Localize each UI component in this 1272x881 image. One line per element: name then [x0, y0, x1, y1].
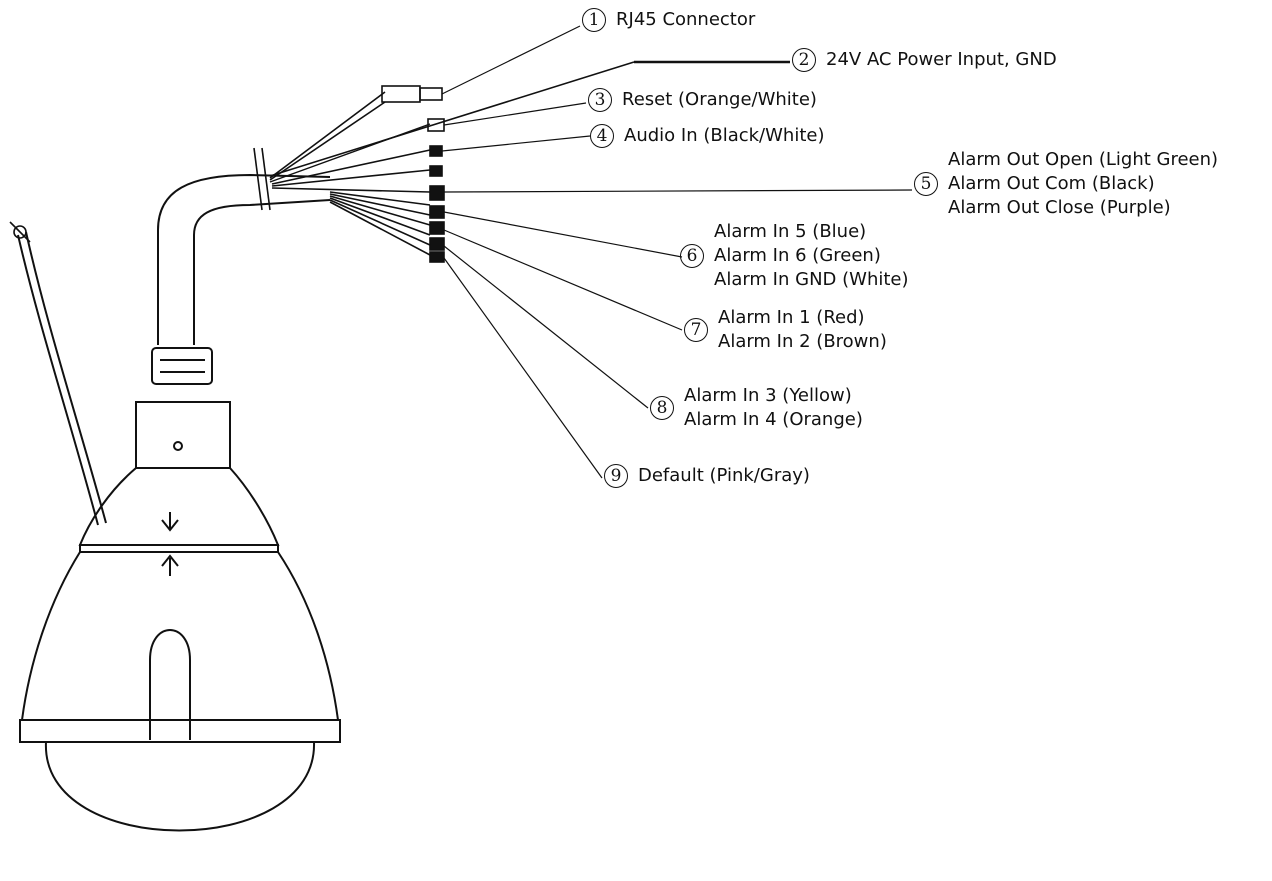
dome-housing	[19, 347, 341, 832]
callout-label: Alarm In GND (White)	[714, 269, 909, 290]
callout-label: Alarm In 3 (Yellow)	[684, 385, 852, 406]
callout-number: 6	[680, 244, 704, 268]
callout-8: 8 Alarm In 3 (Yellow) Alarm In 4 (Orange…	[650, 384, 863, 432]
leader-lines	[441, 25, 913, 479]
cable-harness	[269, 60, 790, 263]
callout-number: 5	[914, 172, 938, 196]
callout-label: Alarm In 4 (Orange)	[684, 409, 863, 430]
callout-6: 6 Alarm In 5 (Blue) Alarm In 6 (Green) A…	[680, 220, 909, 292]
callout-label: Reset (Orange/White)	[622, 89, 817, 110]
callout-7: 7 Alarm In 1 (Red) Alarm In 2 (Brown)	[684, 306, 887, 354]
callout-label: Alarm In 2 (Brown)	[718, 331, 887, 352]
mounting-pipe	[157, 147, 331, 345]
callout-number: 1	[582, 8, 606, 32]
ground-wire	[9, 221, 107, 526]
callout-label: Alarm In 6 (Green)	[714, 245, 881, 266]
callout-1: 1 RJ45 Connector	[582, 8, 755, 32]
callout-2: 2 24V AC Power Input, GND	[792, 48, 1057, 72]
callout-label: Alarm Out Com (Black)	[948, 173, 1155, 194]
callout-label: Alarm Out Close (Purple)	[948, 197, 1171, 218]
callout-number: 8	[650, 396, 674, 420]
callout-label: 24V AC Power Input, GND	[826, 49, 1057, 70]
callout-9: 9 Default (Pink/Gray)	[604, 464, 810, 488]
callout-5: 5 Alarm Out Open (Light Green) Alarm Out…	[914, 148, 1218, 220]
callout-number: 4	[590, 124, 614, 148]
callout-label: Alarm In 1 (Red)	[718, 307, 865, 328]
callout-label: RJ45 Connector	[616, 9, 756, 30]
callout-number: 2	[792, 48, 816, 72]
callout-label: Audio In (Black/White)	[624, 125, 825, 146]
callout-4: 4 Audio In (Black/White)	[590, 124, 824, 148]
callout-number: 7	[684, 318, 708, 342]
callout-label: Default (Pink/Gray)	[638, 465, 810, 486]
callout-label: Alarm Out Open (Light Green)	[948, 149, 1219, 170]
callout-number: 3	[588, 88, 612, 112]
callout-number: 9	[604, 464, 628, 488]
callout-3: 3 Reset (Orange/White)	[588, 88, 817, 112]
callout-label: Alarm In 5 (Blue)	[714, 221, 867, 242]
